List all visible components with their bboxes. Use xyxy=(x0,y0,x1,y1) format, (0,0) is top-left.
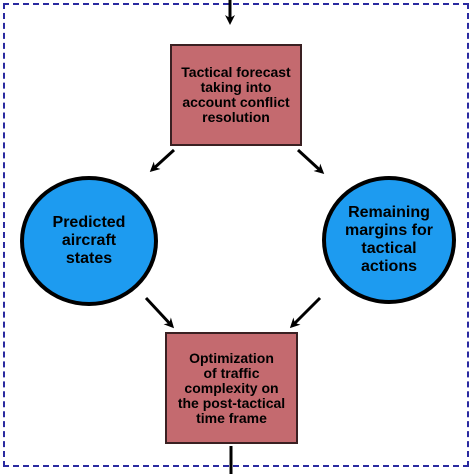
dashed-frame xyxy=(3,3,469,467)
optimization-label: Optimization of traffic complexity on th… xyxy=(177,349,286,426)
arrow-forecast-to-margins xyxy=(296,148,325,175)
remaining-margins-label: Remaining margins for tactical actions xyxy=(344,204,433,275)
arrow-margins-to-optimization xyxy=(289,296,322,329)
remaining-margins-circle: Remaining margins for tactical actions xyxy=(322,176,456,304)
arrow-predicted-to-optimization xyxy=(144,296,175,329)
tactical-forecast-label: Tactical forecast taking into account co… xyxy=(181,64,291,125)
tactical-forecast-box: Tactical forecast taking into account co… xyxy=(170,44,302,146)
predicted-states-label: Predicted aircraft states xyxy=(52,214,126,267)
arrow-forecast-to-predicted xyxy=(149,148,176,173)
predicted-states-circle: Predicted aircraft states xyxy=(20,176,158,306)
optimization-box: Optimization of traffic complexity on th… xyxy=(165,332,298,444)
